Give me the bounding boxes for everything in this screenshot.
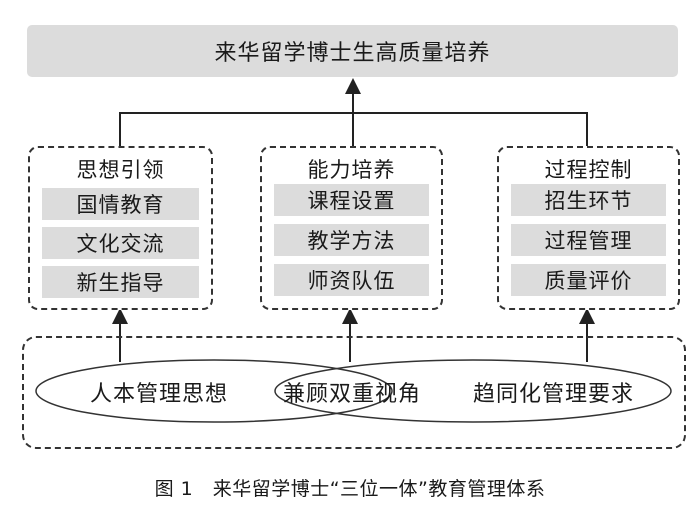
foundation-center-label: 兼顾双重视角 — [283, 382, 422, 407]
pillar-title: 思想引领 — [76, 158, 165, 182]
goal-label: 来华留学博士生高质量培养 — [214, 41, 491, 66]
pillar-item: 过程管理 — [511, 224, 666, 256]
goal-box: 来华留学博士生高质量培养 — [27, 25, 678, 77]
pillar-item: 师资队伍 — [274, 264, 429, 296]
pillar-item: 课程设置 — [274, 184, 429, 216]
pillar-thought-guidance: 思想引领 国情教育 文化交流 新生指导 — [28, 146, 213, 310]
pillar-ability-cultivation: 能力培养 课程设置 教学方法 师资队伍 — [260, 146, 443, 310]
pillar-item: 招生环节 — [511, 184, 666, 216]
foundation-box — [22, 336, 686, 449]
foundation-left-label: 人本管理思想 — [90, 382, 229, 407]
pillar-item: 质量评价 — [511, 264, 666, 296]
pillar-item: 新生指导 — [42, 266, 199, 298]
ellipse-left — [35, 359, 393, 423]
pillar-item: 文化交流 — [42, 227, 199, 259]
foundation-right-label: 趋同化管理要求 — [473, 382, 635, 407]
pillar-title: 过程控制 — [544, 158, 633, 182]
figure-caption: 图 1 来华留学博士“三位一体”教育管理体系 — [154, 478, 546, 500]
pillar-item: 教学方法 — [274, 224, 429, 256]
pillar-item: 国情教育 — [42, 188, 199, 220]
ellipse-right — [274, 359, 672, 423]
pillar-title: 能力培养 — [307, 158, 396, 182]
pillar-process-control: 过程控制 招生环节 过程管理 质量评价 — [497, 146, 680, 310]
